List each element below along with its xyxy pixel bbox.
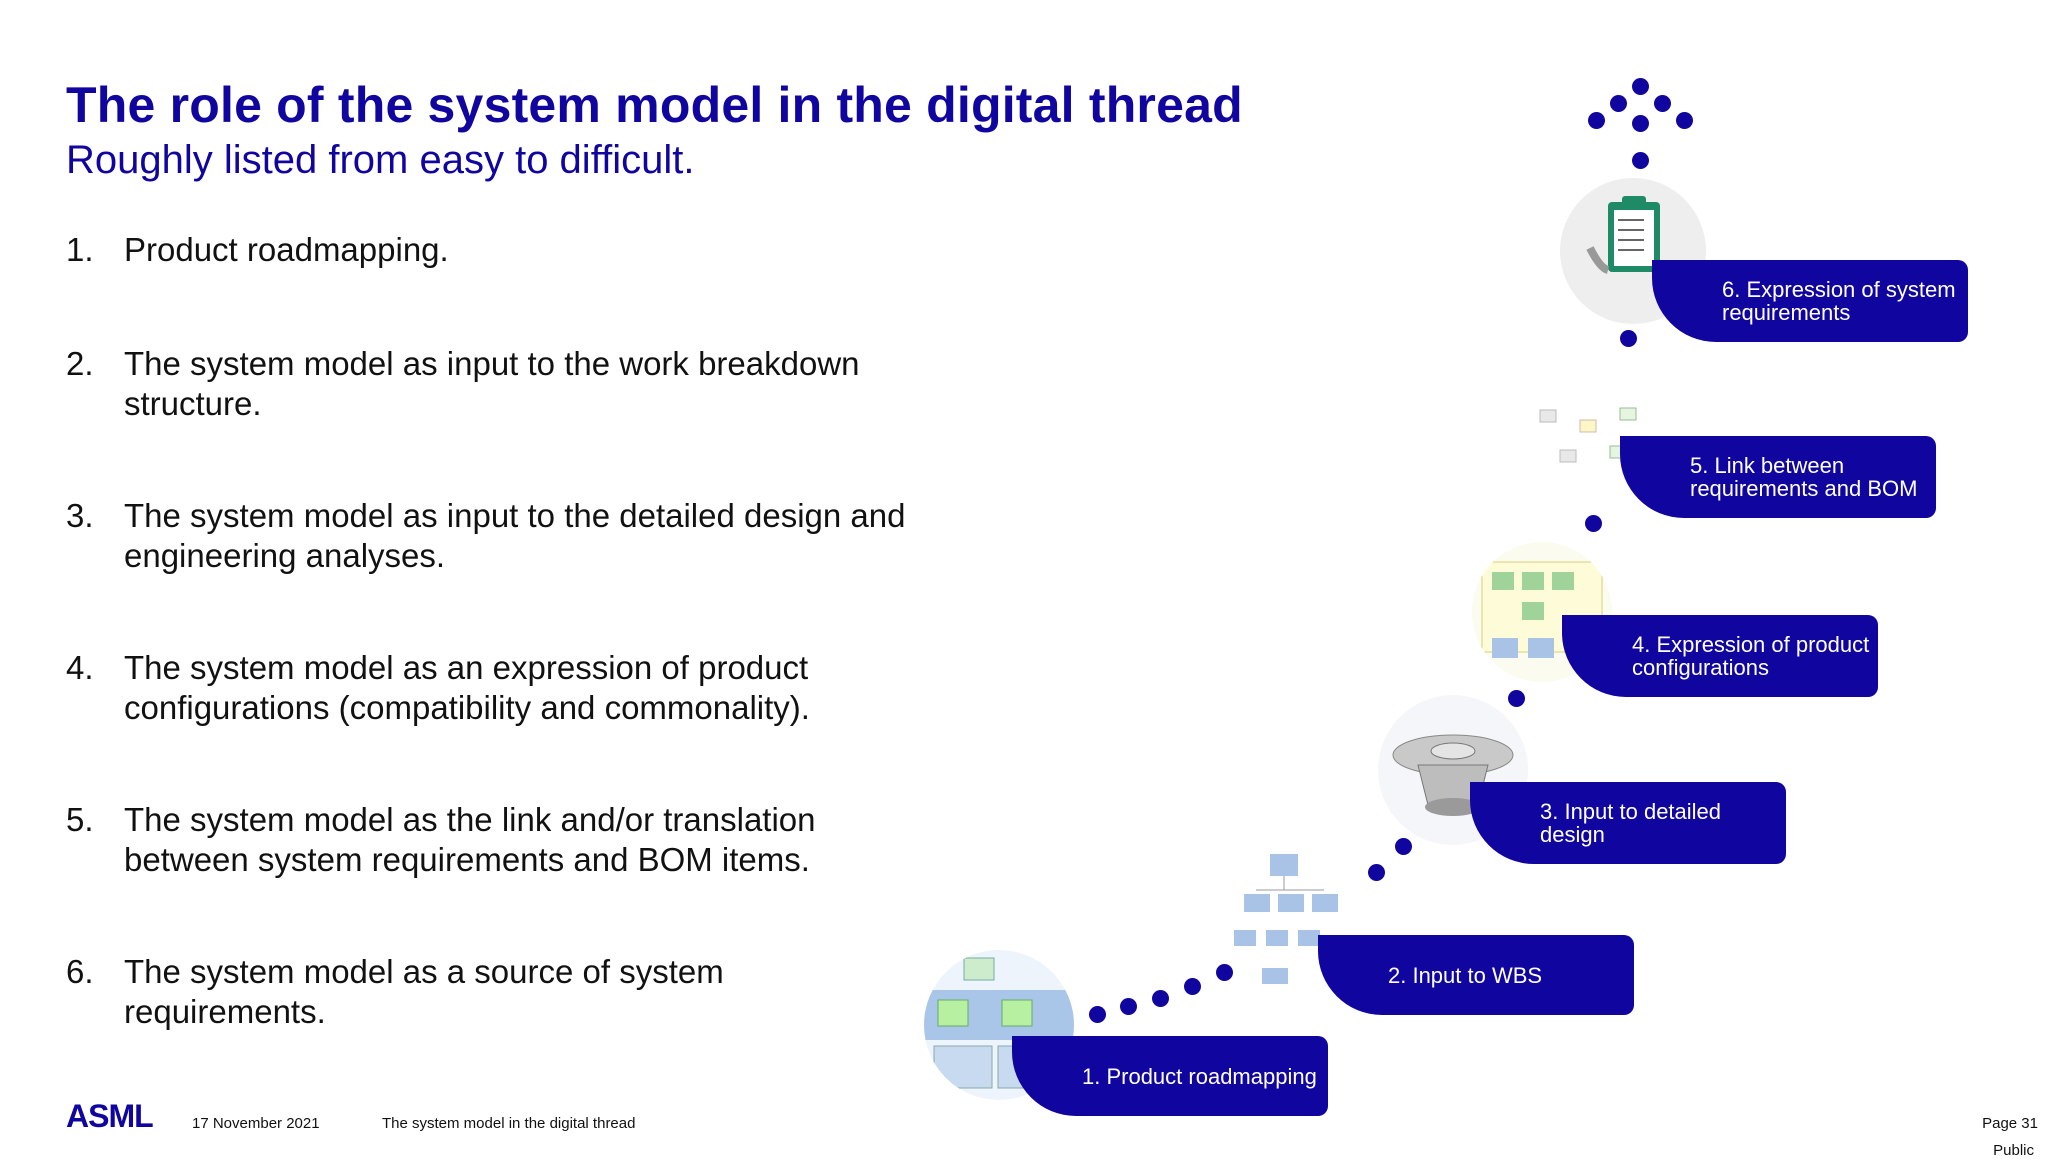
asml-logo: ASML bbox=[66, 1098, 154, 1134]
decor-dot bbox=[1610, 95, 1627, 112]
page-subtitle: Roughly listed from easy to difficult. bbox=[66, 138, 695, 182]
path-dot bbox=[1585, 515, 1602, 532]
list-item: 3. The system model as input to the deta… bbox=[66, 496, 994, 576]
step-2-label: 2. Input to WBS bbox=[1318, 935, 1634, 1015]
list-text: The system model as input to the work br… bbox=[124, 345, 860, 422]
decor-dot bbox=[1588, 112, 1605, 129]
list-text: The system model as the link and/or tran… bbox=[124, 801, 816, 878]
step-4-label: 4. Expression of product configurations bbox=[1562, 615, 1878, 697]
list-item: 2. The system model as input to the work… bbox=[66, 344, 954, 424]
list-number: 1. bbox=[66, 231, 94, 268]
list-item: 5. The system model as the link and/or t… bbox=[66, 800, 924, 880]
path-dot bbox=[1120, 998, 1137, 1015]
list-number: 3. bbox=[66, 497, 94, 534]
footer-doc-title: The system model in the digital thread bbox=[382, 1115, 636, 1132]
path-dot bbox=[1508, 690, 1525, 707]
list-number: 6. bbox=[66, 953, 94, 990]
list-number: 2. bbox=[66, 345, 94, 382]
list-number: 5. bbox=[66, 801, 94, 838]
page-number: Page 31 bbox=[1982, 1115, 2038, 1132]
list-text: The system model as input to the detaile… bbox=[124, 497, 906, 574]
page-title: The role of the system model in the digi… bbox=[66, 77, 1243, 133]
step-3-label: 3. Input to detailed design bbox=[1470, 782, 1786, 864]
path-dot bbox=[1632, 152, 1649, 169]
list-item: 6. The system model as a source of syste… bbox=[66, 952, 824, 1032]
decor-dot bbox=[1632, 78, 1649, 95]
list-text: Product roadmapping. bbox=[124, 231, 449, 268]
path-dot bbox=[1089, 1006, 1106, 1023]
path-dot bbox=[1152, 990, 1169, 1007]
list-item: 1. Product roadmapping. bbox=[66, 230, 944, 270]
step-6-label: 6. Expression of system requirements bbox=[1652, 260, 1968, 342]
wbs-diagram-thumbnail bbox=[1228, 850, 1358, 990]
list-item: 4. The system model as an expression of … bbox=[66, 648, 924, 728]
decor-dot bbox=[1632, 115, 1649, 132]
step-5-label: 5. Link between requirements and BOM bbox=[1620, 436, 1936, 518]
path-dot bbox=[1620, 330, 1637, 347]
step-1-label: 1. Product roadmapping bbox=[1012, 1036, 1328, 1116]
list-text: The system model as an expression of pro… bbox=[124, 649, 810, 726]
decor-dot bbox=[1654, 95, 1671, 112]
path-dot bbox=[1216, 964, 1233, 981]
footer-date: 17 November 2021 bbox=[192, 1115, 320, 1132]
path-dot bbox=[1184, 978, 1201, 995]
list-number: 4. bbox=[66, 649, 94, 686]
path-dot bbox=[1395, 838, 1412, 855]
requirements-clipboard-thumbnail bbox=[1560, 178, 1706, 324]
decor-dot bbox=[1676, 112, 1693, 129]
list-text: The system model as a source of system r… bbox=[124, 953, 724, 1030]
classification-label: Public bbox=[1993, 1142, 2034, 1159]
path-dot bbox=[1368, 864, 1385, 881]
